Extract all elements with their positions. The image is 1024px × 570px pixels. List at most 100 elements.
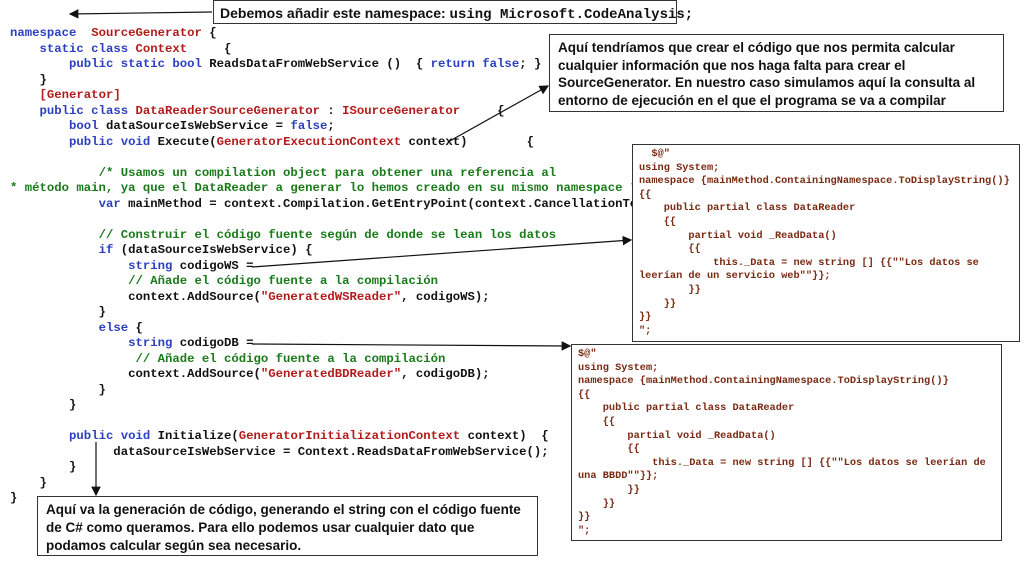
code-line: public static bool ReadsDataFromWebServi…	[10, 57, 674, 73]
code-token: string	[128, 336, 173, 350]
code-line: var mainMethod = context.Compilation.Get…	[10, 196, 675, 213]
code-token: false	[290, 119, 328, 133]
code-line: if (dataSourceIsWebService) {	[10, 243, 674, 259]
snippet-line: $@"	[578, 348, 597, 360]
code-line: public class DataReaderSourceGenerator :…	[10, 104, 674, 120]
code-token: GeneratorInitializationContext	[238, 429, 461, 443]
snippet-line: using System;	[639, 161, 720, 174]
code-line: }	[10, 383, 674, 399]
code-token: public static bool	[69, 57, 202, 71]
code-line: // Construir el código fuente según de d…	[10, 228, 674, 244]
code-line: static class Context {	[10, 42, 674, 58]
callout-context-note: Aquí tendríamos que crear el código que …	[549, 34, 1004, 112]
code-token: public void	[69, 134, 151, 149]
snippet-web-service: $@"using System;namespace {mainMethod.Co…	[632, 144, 1020, 342]
snippet-database: $@"using System;namespace {mainMethod.Co…	[571, 344, 1002, 541]
code-line: namespace SourceGenerator {	[10, 26, 674, 42]
code-token: context.AddSource(	[10, 289, 261, 304]
snippet-line: namespace {mainMethod.ContainingNamespac…	[578, 375, 949, 388]
code-token: codigoDB =	[172, 336, 254, 350]
code-line: }	[10, 305, 674, 321]
code-token: }	[10, 475, 47, 490]
code-token: {	[460, 103, 505, 118]
arrow-to-snippet-ws	[251, 235, 633, 268]
code-token: [Generator]	[39, 88, 121, 102]
code-token: "GeneratedBDReader"	[260, 367, 402, 381]
code-line: }	[10, 476, 674, 492]
snippet-line: this._Data = new string [] {{""Los datos…	[639, 256, 979, 269]
code-token: Context	[135, 41, 188, 56]
code-line: context.AddSource("GeneratedBDReader", c…	[10, 367, 674, 383]
code-line: }	[10, 73, 674, 89]
code-line: string codigoDB =	[10, 336, 674, 352]
code-line: else {	[10, 321, 674, 337]
snippet-line: ";	[639, 324, 652, 337]
code-token: static class	[39, 41, 129, 56]
code-token: context.AddSource(	[10, 367, 261, 381]
code-token: Initialize(	[150, 429, 239, 443]
snippet-line: }}	[578, 497, 616, 510]
snippet-line: using System;	[578, 361, 659, 374]
code-line: }	[10, 460, 674, 476]
code-token: ;	[327, 119, 335, 133]
code-token: (dataSourceIsWebService) {	[113, 243, 313, 257]
code-token: context) {	[460, 429, 549, 443]
snippet-line: {{	[639, 243, 701, 256]
code-line: }	[10, 398, 674, 414]
snippet-line: }}	[639, 283, 701, 296]
snippet-line: {{	[639, 215, 677, 228]
snippet-line: {{	[639, 188, 652, 201]
code-token: :	[319, 103, 343, 118]
snippet-line: this._Data = new string [] {{""Los datos…	[578, 456, 986, 469]
callout-generation-note: Aquí va la generación de código, generan…	[37, 496, 538, 556]
callout-namespace-text: Debemos añadir este namespace:	[220, 5, 450, 21]
code-line: }	[10, 491, 674, 507]
snippet-line: ";	[578, 524, 591, 537]
code-token: bool	[69, 119, 99, 133]
code-token: return false	[430, 57, 520, 71]
code-token: public class	[39, 103, 129, 118]
code-token: if	[98, 243, 114, 257]
snippet-line: }}	[639, 311, 652, 324]
code-token: GeneratorExecutionContext	[216, 134, 402, 149]
snippet-line: leerían de un servicio web""}};	[639, 270, 831, 283]
code-token: // Añade el código fuente a la compilaci…	[135, 351, 446, 366]
snippet-line: {{	[578, 388, 591, 401]
snippet-line: partial void _ReadData()	[578, 429, 776, 442]
code-line: public void Initialize(GeneratorInitiali…	[10, 429, 674, 445]
code-token: var	[98, 196, 121, 211]
code-token: else	[98, 320, 129, 335]
code-line: string codigoWS =	[10, 259, 674, 275]
code-line: bool dataSourceIsWebService = false;	[10, 119, 674, 135]
code-line: // Añade el código fuente a la compilaci…	[10, 352, 674, 368]
code-token: string	[128, 258, 173, 273]
code-line: /* Usamos un compilation object para obt…	[10, 166, 674, 182]
snippet-line: }}	[639, 297, 677, 310]
code-token: mainMethod = context.Compilation.GetEntr…	[120, 196, 675, 211]
code-token: }	[10, 491, 18, 505]
code-token: dataSourceIsWebService = Context.ReadsDa…	[10, 444, 549, 459]
callout-namespace-note: Debemos añadir este namespace: using Mic…	[213, 0, 693, 24]
code-token: dataSourceIsWebService =	[98, 119, 291, 133]
snippet-line: public partial class DataReader	[639, 202, 856, 215]
code-token: /* Usamos un compilation object para obt…	[98, 165, 557, 180]
code-token: // Añade el código fuente a la compilaci…	[128, 274, 439, 288]
snippet-line: }}	[578, 511, 591, 524]
code-token: , codigoDB);	[401, 367, 490, 381]
code-token: codigoWS =	[172, 258, 254, 273]
code-token: }	[10, 382, 106, 397]
snippet-line: }}	[578, 483, 640, 496]
callout-namespace-code: using Microsoft.CodeAnalysis;	[449, 7, 694, 23]
code-listing: namespace SourceGenerator { static class…	[10, 26, 674, 507]
arrow-to-namespace	[68, 9, 213, 19]
snippet-line: partial void _ReadData()	[639, 229, 837, 242]
snippet-line: una BBDD""}};	[578, 470, 659, 483]
code-token: DataReaderSourceGenerator	[135, 103, 320, 118]
code-token: context) {	[401, 134, 534, 149]
code-token: }	[10, 460, 77, 474]
snippet-line: $@"	[639, 148, 670, 160]
code-token: namespace	[10, 26, 77, 40]
code-token: ISourceGenerator	[342, 103, 461, 118]
snippet-line: namespace {mainMethod.ContainingNamespac…	[639, 175, 1010, 188]
